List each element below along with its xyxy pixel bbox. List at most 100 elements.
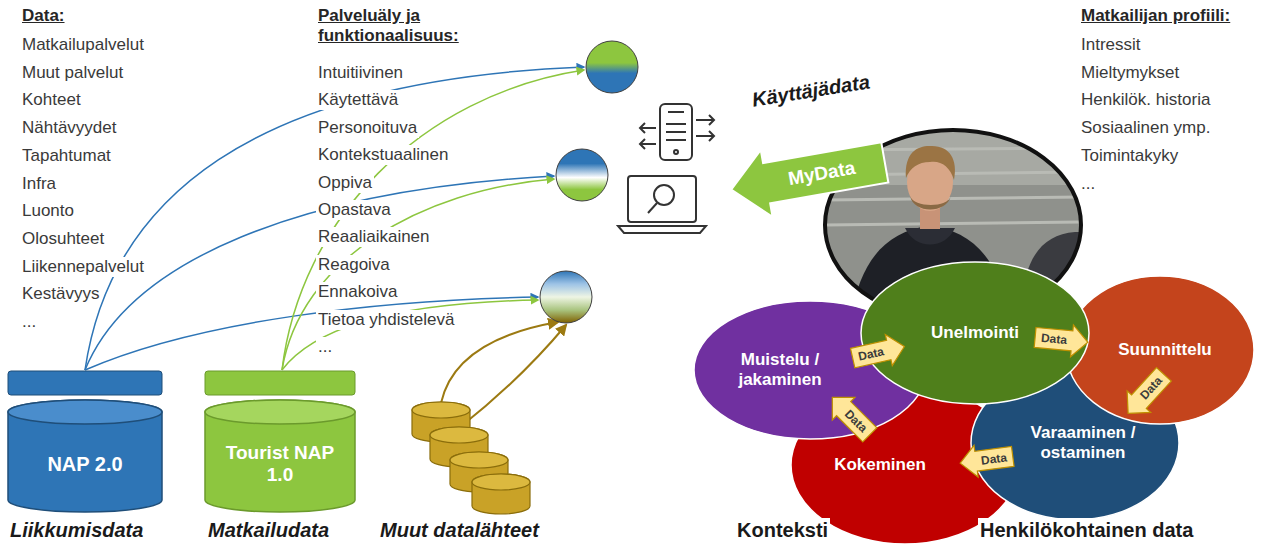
list-item: Ennakoiva [316,282,399,302]
edge-label: Data [1040,331,1067,347]
other-data-cylinders [412,402,530,514]
source-caption: Muut datalähteet [378,518,541,542]
list-heading: Matkailijan profiili: [1079,6,1232,26]
node-text: Varaaminen / ostaminen [1024,423,1142,463]
leader-lines [282,300,538,370]
other-data-cylinders [472,474,530,514]
phone-icon [640,139,656,149]
group-caption: Konteksti [735,518,830,542]
phone-icon [666,131,686,133]
list-item: Kestävyys [20,284,101,304]
data-flow-arrow [1034,325,1088,357]
list-item: Intuitiivinen [316,63,405,83]
other-data-cylinders [472,474,530,490]
cylinder-top [8,400,162,424]
phone-icon [674,150,678,154]
list-item: Mieltymykset [1079,63,1181,83]
list-item: Olosuhteet [20,229,106,249]
leader-lines [282,179,554,370]
data-circles [556,149,608,201]
flow-label: Käyttäjädata [748,69,873,112]
node-text: Tourist NAP 1.0 [224,442,336,486]
phone-icon [696,115,714,125]
phone-icon [696,131,714,141]
list-item: Tapahtumat [20,146,113,166]
cylinder-top [205,400,355,424]
node-text: Kokeminen [834,455,926,475]
phone-icon [666,123,686,125]
other-data-cylinders [430,427,488,443]
list-item: Kontekstuaalinen [316,145,450,165]
source-caption: Matkailudata [206,518,331,542]
list-heading: Data: [20,6,67,26]
list-item: Reaaliaikainen [316,227,432,247]
cylinder-body [205,400,355,512]
leader-lines [85,297,538,370]
traveller-photo [820,197,1090,200]
leader-lines [441,322,558,403]
database-cylinder: NAP 2.0 [8,400,162,512]
cylinder-body [8,400,162,512]
list-item: Nähtävyydet [20,118,119,138]
phone-icon [640,123,656,133]
phone-icon [660,104,692,160]
list-item: ... [316,337,334,357]
leader-lines [85,176,554,370]
list-item: Luonto [20,201,76,221]
list-item: Matkailupalvelut [20,35,146,55]
data-flow-arrow [832,397,877,442]
data-circles [540,271,592,323]
traveller-photo [905,228,955,245]
laptop-icon [628,176,696,222]
list-item: Opastava [316,200,393,220]
node-text: NAP 2.0 [47,453,122,476]
data-flow-arrow [850,334,904,367]
list-item: Käytettävä [316,90,400,110]
laptop-icon [648,203,657,213]
list-item: Henkilök. historia [1079,90,1212,110]
data-circles [540,41,638,323]
phone-icon [640,104,714,160]
list-item: ... [20,312,38,332]
list-item: Infra [20,174,58,194]
list-item: Tietoa yhdistelevä [316,310,456,330]
list-item: Sosiaalinen ymp. [1079,118,1212,138]
group-caption: Henkilökohtainen data [978,518,1195,542]
source-caption: Liikkumisdata [8,518,145,542]
traveller-photo [820,222,1090,225]
ellipse-shape [1066,276,1254,424]
list-item: Kohteet [20,90,83,110]
data-flow-arrow [960,445,1014,477]
node-text: Muistelu / jakaminen [730,350,830,390]
laptop-icon [618,226,706,233]
list-item: ... [1079,174,1097,194]
database-bars [8,371,355,395]
list-item: Toimintakyky [1079,146,1180,166]
list-heading: Palveluäly ja funktionaalisuus: [316,6,500,46]
list-item: Personoituva [316,118,419,138]
list-item: Reagoiva [316,255,392,275]
database-cylinder: Tourist NAP 1.0 [205,400,355,512]
other-data-cylinders [412,402,470,418]
data-circles [586,41,638,93]
data-flow-arrow [1127,368,1171,414]
phone-icon [668,111,684,113]
phone-icon [666,139,686,141]
list-item: Intressit [1079,35,1143,55]
database-bars [205,371,355,395]
database-bars [8,371,162,395]
node-text: Suunnittelu [1118,340,1211,360]
list-item: Liikennepalvelut [20,257,146,277]
list-item: Muut palvelut [20,63,125,83]
node-text: Unelmointi [931,323,1019,343]
other-data-cylinders [450,452,508,468]
phase-ellipse: Suunnittelu [1065,275,1255,425]
traveller-photo [906,146,955,180]
block-arrow-shape [725,129,890,223]
leader-lines [459,325,566,428]
other-data-cylinders [472,474,530,514]
laptop-icon [618,176,706,233]
list-item: Oppiva [316,173,374,193]
ellipse-shape [861,262,1089,404]
